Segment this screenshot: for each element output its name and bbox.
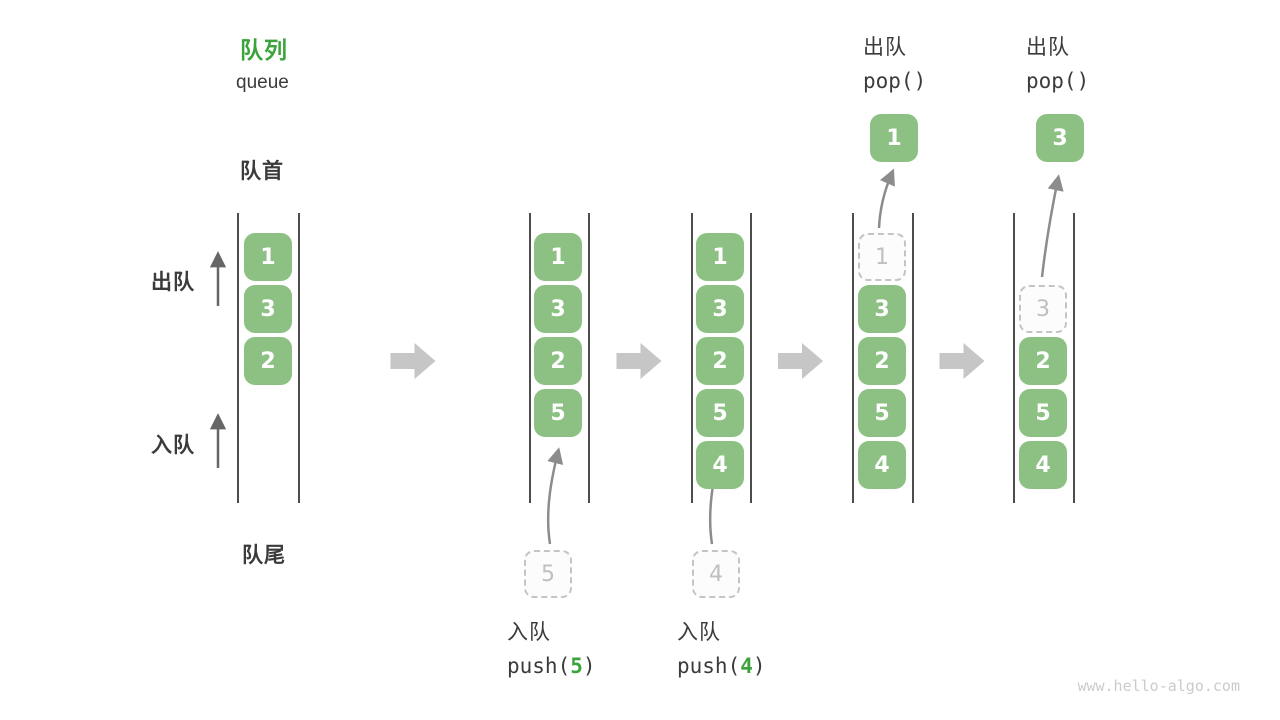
- queue-cell: 3: [534, 285, 582, 333]
- queue-cell: 1: [534, 233, 582, 281]
- queue-cell: 5: [696, 389, 744, 437]
- column-rail: [298, 213, 300, 503]
- pop1-code-label: pop(): [863, 69, 927, 93]
- front-label: 队首: [240, 160, 284, 183]
- dequeue-label: 出队: [151, 271, 195, 294]
- step-arrow-icon-2: [616, 343, 662, 379]
- step-arrow-icon-1: [390, 343, 436, 379]
- queue-cell: 5: [1019, 389, 1067, 437]
- column-rail: [1013, 213, 1015, 503]
- column-rail: [1073, 213, 1075, 503]
- push4-op-label: 入队 push(4): [677, 616, 766, 678]
- pop2-flow-arrow-icon: [1040, 174, 1064, 278]
- removed-ghost-cell: 1: [858, 233, 906, 281]
- pop1-flow-arrow-icon: [877, 168, 895, 229]
- push5-op-label: 入队 push(5): [507, 616, 596, 678]
- pop1-op-label: 出队 pop(): [863, 31, 926, 93]
- page-subtitle: queue: [236, 72, 289, 93]
- queue-cell: 5: [534, 389, 582, 437]
- enqueue-label: 入队: [151, 434, 195, 457]
- push4-code-label: push(4): [677, 654, 766, 678]
- column-rail: [691, 213, 693, 503]
- rear-label: 队尾: [242, 544, 286, 567]
- removed-ghost-cell: 3: [1019, 285, 1067, 333]
- queue-cell: 2: [534, 337, 582, 385]
- queue-cell: 3: [244, 285, 292, 333]
- queue-cell: 2: [696, 337, 744, 385]
- push4-code-fn: push(: [677, 654, 741, 678]
- column-rail: [912, 213, 914, 503]
- watermark: www.hello-algo.com: [1077, 677, 1240, 695]
- push5-code-label: push(5): [507, 654, 596, 678]
- popped-cell: 3: [1036, 114, 1084, 162]
- push4-code-close: ): [752, 654, 766, 678]
- pop1-action-label: 出队: [863, 36, 907, 59]
- pop2-op-label: 出队 pop(): [1026, 31, 1089, 93]
- column-rail: [237, 213, 239, 503]
- queue-cell: 1: [244, 233, 292, 281]
- queue-cell: 4: [1019, 441, 1067, 489]
- incoming-ghost-cell: 5: [524, 550, 572, 598]
- column-rail: [529, 213, 531, 503]
- queue-cell: 5: [858, 389, 906, 437]
- queue-cell: 4: [858, 441, 906, 489]
- step-arrow-icon-4: [939, 343, 985, 379]
- column-rail: [750, 213, 752, 503]
- queue-cell: 4: [696, 441, 744, 489]
- queue-cell: 3: [858, 285, 906, 333]
- queue-cell: 1: [696, 233, 744, 281]
- pop2-action-label: 出队: [1026, 36, 1070, 59]
- push5-code-close: ): [582, 654, 596, 678]
- pop2-code-label: pop(): [1026, 69, 1090, 93]
- queue-cell: 2: [1019, 337, 1067, 385]
- push5-action-label: 入队: [507, 621, 551, 644]
- page-title: 队列: [240, 37, 288, 63]
- column-rail: [852, 213, 854, 503]
- column-rail: [588, 213, 590, 503]
- push5-code-arg: 5: [570, 654, 583, 678]
- queue-cell: 2: [858, 337, 906, 385]
- step-arrow-icon-3: [778, 343, 823, 379]
- push4-code-arg: 4: [740, 654, 753, 678]
- incoming-ghost-cell: 4: [692, 550, 740, 598]
- push4-action-label: 入队: [677, 621, 721, 644]
- push5-flow-arrow-icon: [546, 447, 564, 545]
- queue-cell: 2: [244, 337, 292, 385]
- push5-code-fn: push(: [507, 654, 571, 678]
- popped-cell: 1: [870, 114, 918, 162]
- queue-cell: 3: [696, 285, 744, 333]
